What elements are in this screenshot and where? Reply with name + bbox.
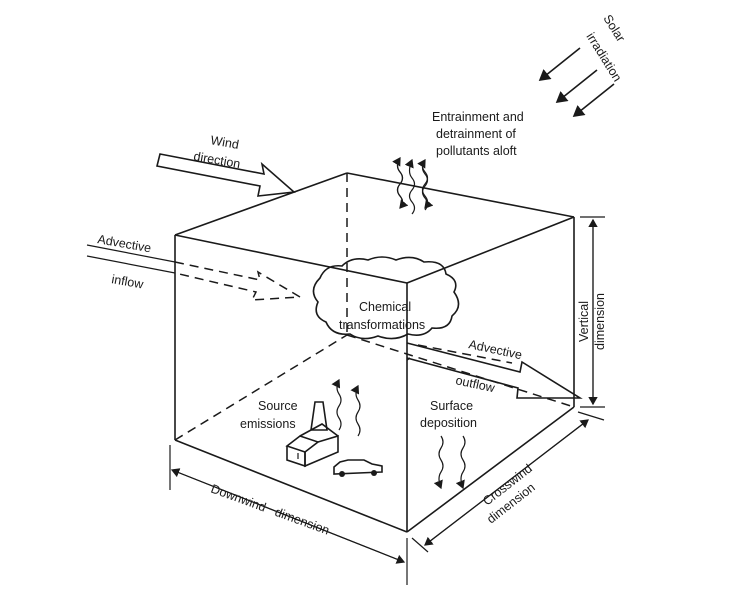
source-label-2: emissions [240, 417, 296, 431]
source-emission-wavy-arrows [331, 378, 361, 437]
advective-outflow-arrow [406, 342, 583, 399]
downwind-dimension-marker [169, 445, 408, 585]
crosswind-dimension-marker [411, 411, 605, 553]
surface-label-2: deposition [420, 416, 477, 430]
vertical-label-1: Vertical [577, 301, 591, 342]
wind-label-1: Wind [209, 133, 240, 152]
vertical-label-2: dimension [593, 293, 607, 350]
entrainment-label-2: detrainment of [436, 127, 516, 141]
solar-arrow-icon [538, 47, 615, 117]
source-label-1: Source [258, 399, 298, 413]
advective-outflow-label-1: Advective [467, 337, 523, 362]
box-hidden-edges [174, 173, 575, 441]
cloud-icon [312, 256, 460, 340]
wind-arrow-icon [156, 153, 296, 197]
advective-inflow-arrow [86, 244, 303, 301]
vertical-dimension-marker [580, 216, 605, 408]
deposition-wavy-arrows [433, 435, 466, 490]
solar-label-1: Solar [600, 12, 627, 44]
factory-icon [285, 401, 339, 468]
wind-label-2: direction [192, 149, 241, 171]
wavy-arrow-icon [392, 156, 434, 215]
surface-label-1: Surface [430, 399, 473, 413]
advective-inflow-label-2: inflow [110, 272, 145, 292]
downwind-label: Downwind dimension [209, 482, 331, 538]
car-icon [333, 459, 383, 477]
entrainment-label-1: Entrainment and [432, 110, 524, 124]
entrainment-label-3: pollutants aloft [436, 144, 517, 158]
chemical-label-1: Chemical [359, 300, 411, 314]
advective-outflow-label-2: outflow [454, 373, 497, 395]
box-outline [174, 172, 575, 533]
chemical-label-2: transformations [339, 318, 425, 332]
